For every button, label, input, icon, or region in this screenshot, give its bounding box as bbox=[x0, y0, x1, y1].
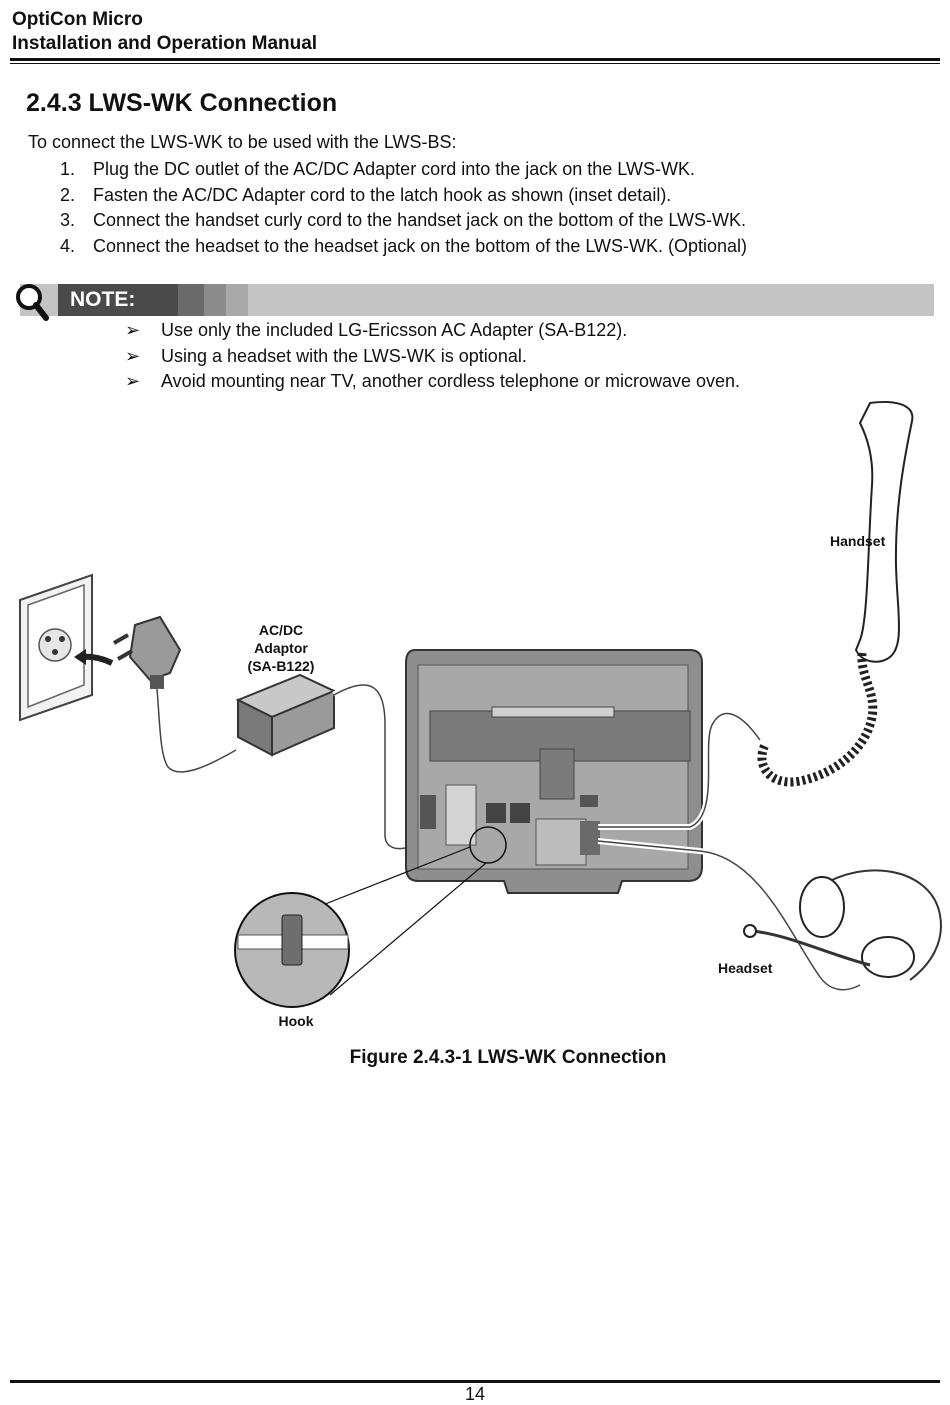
wall-outlet bbox=[19, 573, 93, 722]
header-subtitle: Installation and Operation Manual bbox=[12, 33, 318, 54]
step-text: Fasten the AC/DC Adapter cord to the lat… bbox=[93, 184, 672, 205]
headset-label: Headset bbox=[718, 960, 773, 976]
adaptor-label-1: AC/DC bbox=[259, 622, 303, 638]
step-text: Plug the DC outlet of the AC/DC Adapter … bbox=[93, 159, 695, 179]
bullet-arrow-icon: ➢ bbox=[125, 371, 141, 391]
note-bullets: ➢ Use only the included LG-Ericsson AC A… bbox=[125, 318, 740, 395]
note-item-text: Avoid mounting near TV, another cordless… bbox=[161, 371, 741, 391]
note-item: ➢ Avoid mounting near TV, another cordle… bbox=[125, 369, 740, 395]
lws-wk-device bbox=[405, 649, 703, 894]
figure-caption: Figure 2.4.3-1 LWS-WK Connection bbox=[349, 1047, 667, 1068]
step-item: 2. Fasten the AC/DC Adapter cord to the … bbox=[60, 183, 747, 209]
header-rule-thin bbox=[10, 63, 940, 64]
connection-illustration: AC/DC Adaptor (SA-B122) Handset Headset … bbox=[19, 401, 942, 1029]
section-title: 2.4.3 LWS-WK Connection bbox=[26, 89, 338, 117]
bullet-arrow-icon: ➢ bbox=[125, 345, 141, 366]
note-item-text: Use only the included LG-Ericsson AC Ada… bbox=[161, 320, 628, 340]
bullet-arrow-icon: ➢ bbox=[125, 320, 141, 340]
step-item: 1. Plug the DC outlet of the AC/DC Adapt… bbox=[60, 157, 747, 183]
adaptor-label-3: (SA-B122) bbox=[248, 658, 315, 674]
hook-label: Hook bbox=[279, 1013, 314, 1029]
ac-dc-adaptor bbox=[235, 673, 337, 757]
section-intro: To connect the LWS-WK to be used with th… bbox=[28, 132, 457, 152]
step-number: 3. bbox=[60, 210, 76, 231]
handset-label: Handset bbox=[830, 533, 886, 549]
note-label: NOTE: bbox=[70, 288, 136, 311]
step-item: 3. Connect the handset curly cord to the… bbox=[60, 208, 747, 234]
note-item: ➢ Use only the included LG-Ericsson AC A… bbox=[125, 318, 740, 344]
ac-plug bbox=[113, 615, 182, 689]
note-item: ➢ Using a headset with the LWS-WK is opt… bbox=[125, 344, 740, 370]
footer-rule bbox=[10, 1380, 940, 1383]
adaptor-label-2: Adaptor bbox=[254, 640, 308, 656]
step-text: Connect the headset to the headset jack … bbox=[93, 236, 748, 257]
note-banner bbox=[20, 284, 934, 316]
hook-inset bbox=[234, 846, 487, 1008]
step-number: 1. bbox=[60, 159, 76, 179]
step-number: 2. bbox=[60, 184, 76, 205]
header-rule bbox=[10, 58, 940, 61]
handset bbox=[757, 401, 914, 787]
note-item-text: Using a headset with the LWS-WK is optio… bbox=[161, 345, 527, 366]
header-title: OptiCon Micro bbox=[12, 9, 143, 30]
step-number: 4. bbox=[60, 236, 76, 257]
headset bbox=[743, 869, 942, 981]
step-text: Connect the handset curly cord to the ha… bbox=[93, 210, 747, 231]
page-number: 14 bbox=[464, 1384, 486, 1404]
magnifier-icon bbox=[16, 284, 49, 321]
steps-list: 1. Plug the DC outlet of the AC/DC Adapt… bbox=[60, 157, 747, 260]
step-item: 4. Connect the headset to the headset ja… bbox=[60, 234, 747, 260]
document-header: OptiCon Micro Installation and Operation… bbox=[12, 8, 317, 56]
